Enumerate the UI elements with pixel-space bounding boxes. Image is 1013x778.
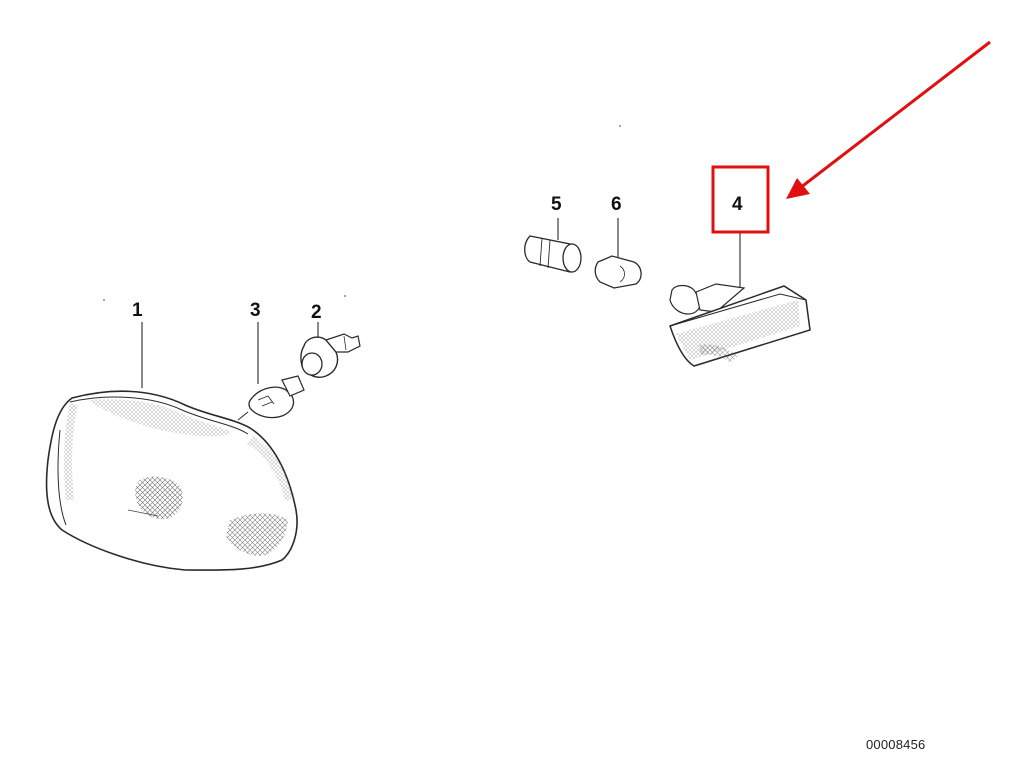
callout-5: 5 [551,194,562,215]
side-marker-light-4 [669,232,811,367]
bulb-socket-2 [300,322,361,378]
turn-signal-lens [45,390,298,571]
speck [619,125,621,127]
callout-3: 3 [250,300,261,321]
bulb-3 [237,322,305,421]
highlight-box [711,165,770,234]
callout-1: 1 [132,300,143,321]
callout-2: 2 [311,302,322,323]
bulb-holder-5 [524,218,582,273]
wedge-bulb-6 [594,218,642,289]
speck [344,295,346,297]
speck [103,299,105,301]
catalog-reference-number: 00008456 [866,737,926,752]
callout-4: 4 [732,194,743,215]
red-arrow [786,40,991,199]
callout-6: 6 [611,194,622,215]
